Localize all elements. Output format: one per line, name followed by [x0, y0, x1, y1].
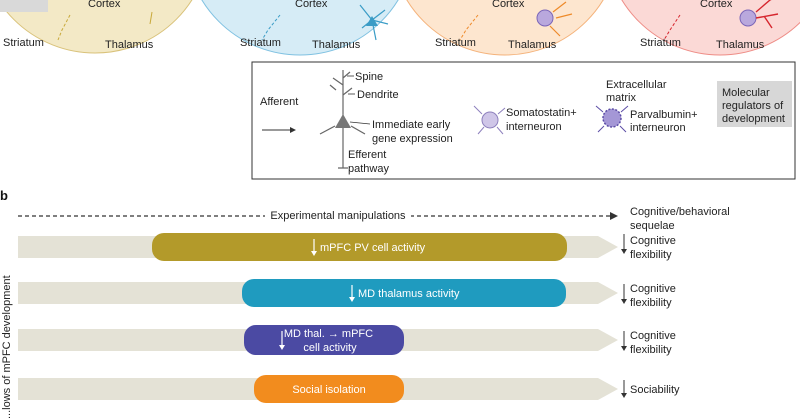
somatostatin-interneuron-icon [473, 105, 506, 135]
tag-box [0, 0, 48, 12]
legend-box: Afferent Spine Dendrite Immediate early … [251, 61, 796, 180]
thalamus-label-1: Thalamus [105, 39, 154, 51]
striatum-label-1: Striatum [3, 37, 44, 49]
ecm-label: Extracellular matrix [606, 79, 670, 104]
manipulations-header: Experimental manipulations [270, 210, 406, 222]
striatum-label-3: Striatum [435, 37, 476, 49]
ieg-label: Immediate early gene expression [372, 119, 453, 145]
manipulation-rows: mPFC PV cell activity Cognitive flexibil… [18, 233, 680, 403]
brain-circle-3: Cortex Striatum Thalamus [406, 0, 604, 56]
molecular-regulators-box [717, 81, 792, 127]
outcome-label: Cognitive flexibility [630, 235, 679, 261]
manipulation-bar [244, 325, 404, 355]
somatostatin-label: Somatostatin+ interneuron [506, 107, 580, 133]
outcome-label: Cognitive flexibility [630, 330, 679, 356]
row-social-isolation: Social isolation Sociability [18, 375, 680, 403]
outcome-header: Cognitive/behavioral sequelae [630, 206, 733, 232]
outcome-label: Cognitive flexibility [630, 283, 679, 309]
brain-circle-2: Cortex Striatum Thalamus [201, 0, 399, 56]
cortex-label-1: Cortex [88, 0, 121, 10]
manipulation-label: Social isolation [292, 384, 365, 396]
interneuron-icon-4 [739, 0, 779, 29]
brain-circle-1: Cortex Striatum Thalamus [0, 0, 193, 54]
manipulation-label: mPFC PV cell activity [320, 242, 426, 254]
pyramidal-neuron-icon [319, 70, 366, 169]
cortex-label-4: Cortex [700, 0, 733, 10]
y-axis-label: ...lows of mPFC development [1, 275, 13, 419]
row-mpfc-pv: mPFC PV cell activity Cognitive flexibil… [18, 233, 679, 261]
thalamus-label-4: Thalamus [716, 39, 765, 51]
manipulation-label: MD thal. → mPFC cell activity [284, 328, 376, 354]
manipulation-bar [152, 233, 567, 261]
row-md-thal-mpfc: MD thal. → mPFC cell activity Cognitive … [18, 325, 679, 356]
cortex-label-2: Cortex [295, 0, 328, 10]
interneuron-icon-3 [536, 1, 573, 37]
cortex-label-3: Cortex [492, 0, 525, 10]
efferent-label: Efferent pathway [348, 149, 389, 175]
manipulation-bar [242, 279, 566, 307]
outcome-label: Sociability [630, 384, 680, 396]
afferent-label: Afferent [260, 96, 298, 108]
panel-b-label: b [0, 188, 8, 203]
manipulation-label: MD thalamus activity [358, 288, 460, 300]
manipulations-arrow: Experimental manipulations [18, 207, 618, 223]
neuron-icon-2 [359, 4, 389, 41]
parvalbumin-label: Parvalbumin+ interneuron [630, 109, 701, 134]
thalamus-label-3: Thalamus [508, 39, 557, 51]
row-md-thalamus: MD thalamus activity Cognitive flexibili… [18, 279, 679, 309]
striatum-label-2: Striatum [240, 37, 281, 49]
molecular-label: Molecular regulators of development [722, 87, 786, 125]
thalamus-label-2: Thalamus [312, 39, 361, 51]
manipulation-bar [254, 375, 404, 403]
spine-label: Spine [355, 71, 383, 83]
dendrite-label: Dendrite [357, 89, 399, 101]
striatum-label-4: Striatum [640, 37, 681, 49]
parvalbumin-interneuron-icon [595, 105, 629, 133]
brain-circle-4: Cortex Striatum Thalamus [621, 0, 800, 56]
